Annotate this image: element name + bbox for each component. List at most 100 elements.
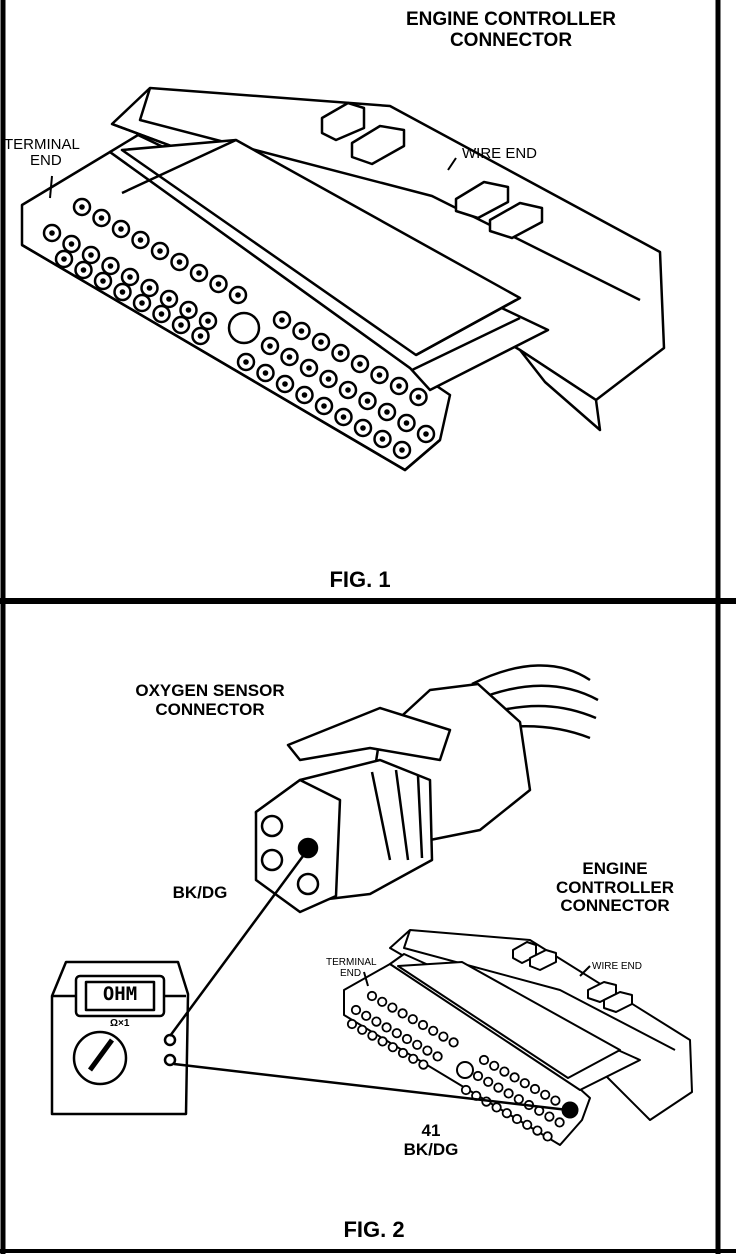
fig1-title: ENGINE CONTROLLER CONNECTOR [386, 9, 636, 52]
terminal-pin [460, 1084, 472, 1096]
terminal-pin [472, 1070, 484, 1082]
fig1-terminal-end-line2: END [30, 151, 62, 169]
o2-sensor-connector [254, 664, 599, 914]
terminal-pin [401, 1033, 413, 1045]
terminal-pin [542, 1131, 553, 1142]
terminal-pin [407, 1014, 418, 1025]
terminal-pin [554, 1117, 565, 1128]
terminal-pin-center [384, 409, 390, 415]
terminal-pin [522, 1119, 533, 1130]
terminal-pin-center [107, 263, 114, 269]
terminal-pin-center [267, 343, 273, 349]
fig1-terminal-end-line1: TERMINAL [4, 136, 80, 153]
terminal-pin [550, 1095, 561, 1106]
terminal-pin-center [357, 361, 363, 367]
terminal-pin [387, 1042, 398, 1053]
fig2-ecc-line3: CONNECTOR [560, 896, 670, 916]
terminal-pin-center [337, 350, 344, 356]
terminal-pin-center [298, 328, 305, 334]
terminal-pin-center [118, 226, 124, 232]
terminal-pin [377, 996, 388, 1007]
terminal-pin-center [205, 318, 211, 324]
terminal-pin-center [176, 259, 183, 265]
terminal-pin-center [318, 339, 324, 345]
terminal-pin-center [282, 381, 288, 387]
fig1-title-line1: ENGINE CONTROLLER [405, 9, 617, 30]
terminal-pin [397, 1047, 409, 1059]
terminal-pin [483, 1076, 494, 1087]
terminal-pin [448, 1037, 459, 1048]
terminal-pin-center [235, 292, 241, 298]
fig2-terminal-end-line2: END [340, 967, 362, 979]
terminal-pin-center [379, 436, 386, 442]
terminal-pin [428, 1025, 439, 1036]
terminal-pin-center [301, 392, 308, 398]
terminal-pin [361, 1010, 372, 1021]
fig1-wire-end: WIRE END [462, 145, 537, 162]
fig2-pin-41-label: 41 BK/DG [386, 1121, 476, 1159]
fig2-pin-number: 41 [421, 1121, 441, 1140]
ohmmeter-range-label: Ω×1 [110, 1018, 130, 1029]
terminal-pin [412, 1039, 423, 1050]
terminal-pin [371, 1016, 382, 1027]
terminal-pin [478, 1054, 490, 1066]
fig2-oxygen-line1: OXYGEN SENSOR [135, 681, 285, 700]
terminal-pin-center [146, 285, 153, 291]
terminal-pin [509, 1072, 520, 1083]
terminal-pin-center [178, 322, 184, 328]
terminal-pin-center [215, 281, 222, 287]
terminal-pin [519, 1078, 530, 1089]
terminal-pin [544, 1111, 555, 1122]
terminal-pin-center [286, 354, 293, 360]
terminal-pin [438, 1031, 449, 1042]
terminal-pin [422, 1045, 433, 1056]
terminal-pin-center [166, 296, 172, 302]
terminal-pin [489, 1060, 500, 1071]
terminal-pin [391, 1028, 402, 1039]
terminal-pin-center [49, 230, 55, 236]
terminal-pin-center [158, 311, 165, 317]
terminal-pin [503, 1088, 514, 1099]
test-leads [168, 851, 569, 1112]
terminal-pin [377, 1036, 388, 1047]
fig2-oxygen-line2: CONNECTOR [155, 699, 265, 719]
terminal-pin-center [137, 237, 144, 243]
fig2-ecc-line1: ENGINE [582, 859, 648, 878]
terminal-pin-center [399, 447, 405, 453]
terminal-pin [491, 1102, 502, 1113]
terminal-pin-center [79, 204, 85, 210]
fig1-caption: FIG. 1 [329, 567, 391, 592]
terminal-pin-center [403, 420, 410, 426]
fig2-oxygen-sensor-label: OXYGEN SENSOR CONNECTOR [110, 681, 310, 719]
terminal-pin-center [262, 370, 269, 376]
terminal-pin-center [100, 278, 106, 284]
terminal-pin-center [80, 267, 87, 273]
terminal-pin-center [396, 383, 402, 389]
terminal-pin-center [415, 394, 422, 400]
terminal-pin-center [68, 241, 75, 247]
terminal-pin-center [196, 270, 202, 276]
ohmmeter-display: OHM [102, 983, 138, 1005]
terminal-pin [532, 1125, 543, 1136]
terminal-pin-center [119, 289, 126, 295]
terminal-pin-center [423, 431, 429, 437]
terminal-pin [511, 1113, 523, 1125]
leader-lines [49, 157, 591, 987]
fig2-wire-end: WIRE END [592, 961, 642, 972]
terminal-pin-center [197, 333, 204, 339]
fig2-ecc-line2: CONTROLLER [555, 877, 675, 897]
terminal-pin-center [243, 359, 249, 365]
fig1-title-line2: CONNECTOR [449, 29, 573, 51]
fig2-terminal-end: TERMINAL END [326, 957, 377, 979]
terminal-pin-center [185, 307, 192, 313]
lead-to-pin-41 [173, 1062, 569, 1112]
terminal-pin-center [345, 387, 351, 393]
fig1-terminal-end: TERMINAL END [4, 137, 114, 169]
fig2-pin-array [346, 990, 565, 1142]
terminal-pin-center [360, 425, 366, 431]
terminal-pin [499, 1066, 510, 1077]
terminal-pin [381, 1022, 392, 1033]
terminal-pin-center [376, 372, 383, 378]
